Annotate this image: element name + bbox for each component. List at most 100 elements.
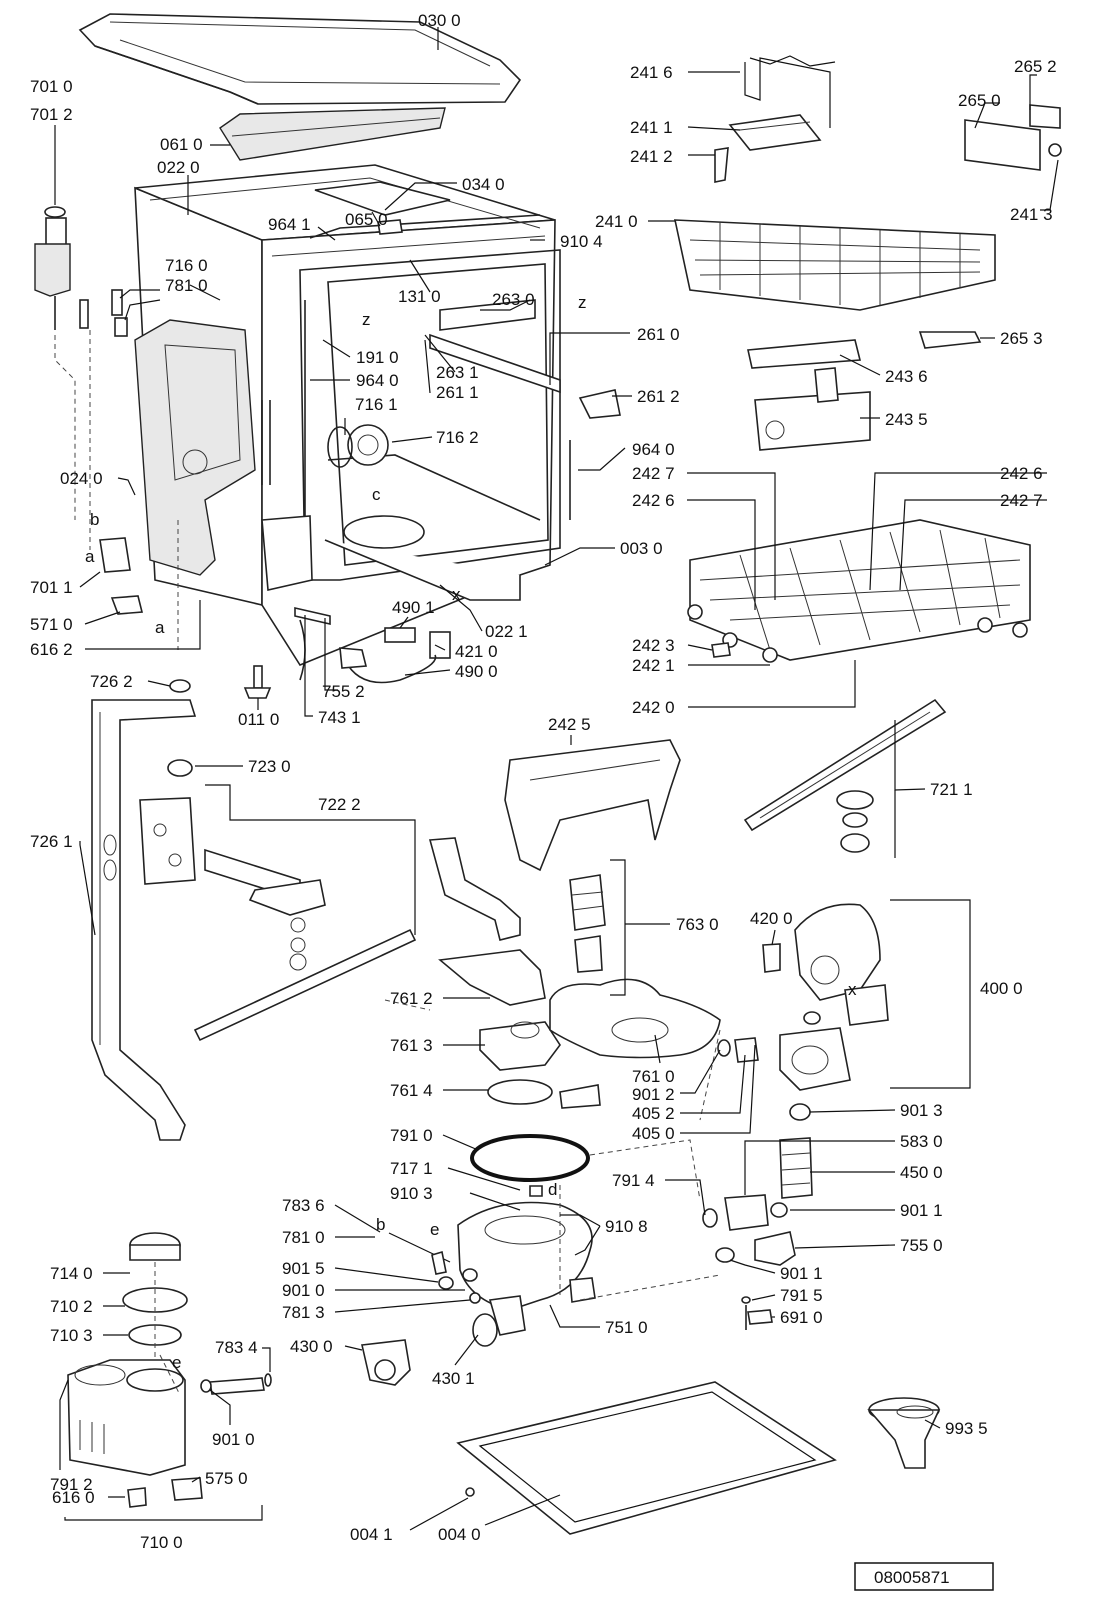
- part-label: 616 2: [30, 640, 73, 659]
- letter: e: [172, 1353, 181, 1372]
- part-label: 583 0: [900, 1132, 943, 1151]
- part-label: 430 0: [290, 1337, 333, 1356]
- part-label: 901 0: [212, 1430, 255, 1449]
- letter: a: [85, 547, 95, 566]
- part-label: 024 0: [60, 469, 103, 488]
- letter: z: [362, 310, 371, 329]
- part-label: 964 1: [268, 215, 311, 234]
- part-label: 751 0: [605, 1318, 648, 1337]
- letter: e: [430, 1220, 439, 1239]
- part-label: 241 2: [630, 147, 673, 166]
- part-label: 011 0: [238, 710, 279, 729]
- part-label: 761 0: [632, 1067, 675, 1086]
- part-label: 242 7: [1000, 491, 1043, 510]
- part-label: 722 2: [318, 795, 361, 814]
- part-label: 405 0: [632, 1124, 675, 1143]
- part-label: 242 0: [632, 698, 675, 717]
- salt-funnel: [867, 1397, 941, 1469]
- heater-parts: [702, 1103, 813, 1330]
- part-label: 901 3: [900, 1101, 943, 1120]
- part-label: 243 5: [885, 410, 928, 429]
- part-label: 242 5: [548, 715, 591, 734]
- part-label: 420 0: [750, 909, 793, 928]
- drain-pump: [361, 1339, 411, 1386]
- part-label: 263 1: [436, 363, 479, 382]
- part-label: 726 1: [30, 832, 73, 851]
- letter: x: [848, 980, 857, 999]
- letter: z: [578, 293, 587, 312]
- part-label: 781 0: [165, 276, 208, 295]
- part-label: 783 6: [282, 1196, 325, 1215]
- part-label: 575 0: [205, 1469, 248, 1488]
- part-label: 242 1: [632, 656, 675, 675]
- inlet-hose-fitting: [34, 206, 144, 615]
- letters: z z c x b a a b e d e x: [85, 293, 857, 1372]
- sump-gasket: [470, 1134, 590, 1182]
- part-label: 717 1: [390, 1159, 433, 1178]
- sump: [388, 1185, 596, 1347]
- part-label: 743 1: [318, 708, 361, 727]
- part-label: 191 0: [356, 348, 399, 367]
- part-label: 726 2: [90, 672, 133, 691]
- part-label: 710 2: [50, 1297, 93, 1316]
- part-label: 761 4: [390, 1081, 433, 1100]
- drawing-number-box: 08005871: [854, 1562, 994, 1591]
- part-label: 701 1: [30, 578, 73, 597]
- part-label: 571 0: [30, 615, 73, 634]
- part-label: 701 2: [30, 105, 73, 124]
- sump-cover-parts: [428, 837, 721, 1121]
- part-label: 490 0: [455, 662, 498, 681]
- part-label: 065 0: [345, 210, 388, 229]
- part-label: 716 2: [436, 428, 479, 447]
- part-label: 004 1: [350, 1525, 393, 1544]
- part-label: 791 4: [612, 1171, 655, 1190]
- part-label: 791 0: [390, 1126, 433, 1145]
- drawing-number: 08005871: [874, 1568, 950, 1587]
- part-label: 003 0: [620, 539, 663, 558]
- part-label: 022 1: [485, 622, 528, 641]
- part-label: 034 0: [462, 175, 505, 194]
- insulation-strip: [219, 107, 446, 161]
- part-label: 761 3: [390, 1036, 433, 1055]
- part-label: 691 0: [780, 1308, 823, 1327]
- part-label: 721 1: [930, 780, 973, 799]
- part-label: 241 1: [630, 118, 673, 137]
- part-label: 716 0: [165, 256, 208, 275]
- leader-lines: [54, 27, 1059, 1531]
- part-label: 781 3: [282, 1303, 325, 1322]
- letter: x: [452, 585, 461, 604]
- part-label: 131 0: [398, 287, 441, 306]
- letter: b: [90, 510, 99, 529]
- part-label: 781 0: [282, 1228, 325, 1247]
- part-label: 710 0: [140, 1533, 183, 1552]
- worktop-cover: [78, 13, 522, 105]
- part-label: 783 4: [215, 1338, 258, 1357]
- letter: c: [372, 485, 381, 504]
- part-label: 791 5: [780, 1286, 823, 1305]
- part-label: 763 0: [676, 915, 719, 934]
- part-label: 241 6: [630, 63, 673, 82]
- part-label: 061 0: [160, 135, 203, 154]
- part-label: 263 0: [492, 290, 535, 309]
- part-label: 964 0: [356, 371, 399, 390]
- upper-spray-assembly: [139, 759, 417, 1042]
- part-label: 791 2: [50, 1475, 93, 1494]
- part-label: 430 1: [432, 1369, 475, 1388]
- part-label: 421 0: [455, 642, 498, 661]
- part-label: 261 0: [637, 325, 680, 344]
- part-label: 242 7: [632, 464, 675, 483]
- circulation-pump: [717, 903, 889, 1091]
- upper-basket: [674, 55, 1062, 451]
- part-label: 030 0: [418, 11, 461, 30]
- part-label: 450 0: [900, 1163, 943, 1182]
- part-labels: 030 0 701 0 701 2 061 0 022 0 034 0 065 …: [30, 11, 1057, 1552]
- part-label: 243 6: [885, 367, 928, 386]
- part-label: 716 1: [355, 395, 398, 414]
- part-label: 405 2: [632, 1104, 675, 1123]
- side-insulation: [134, 319, 256, 576]
- letter: b: [376, 1215, 385, 1234]
- part-label: 901 2: [632, 1085, 675, 1104]
- part-label: 400 0: [980, 979, 1023, 998]
- side-hose: [261, 400, 313, 591]
